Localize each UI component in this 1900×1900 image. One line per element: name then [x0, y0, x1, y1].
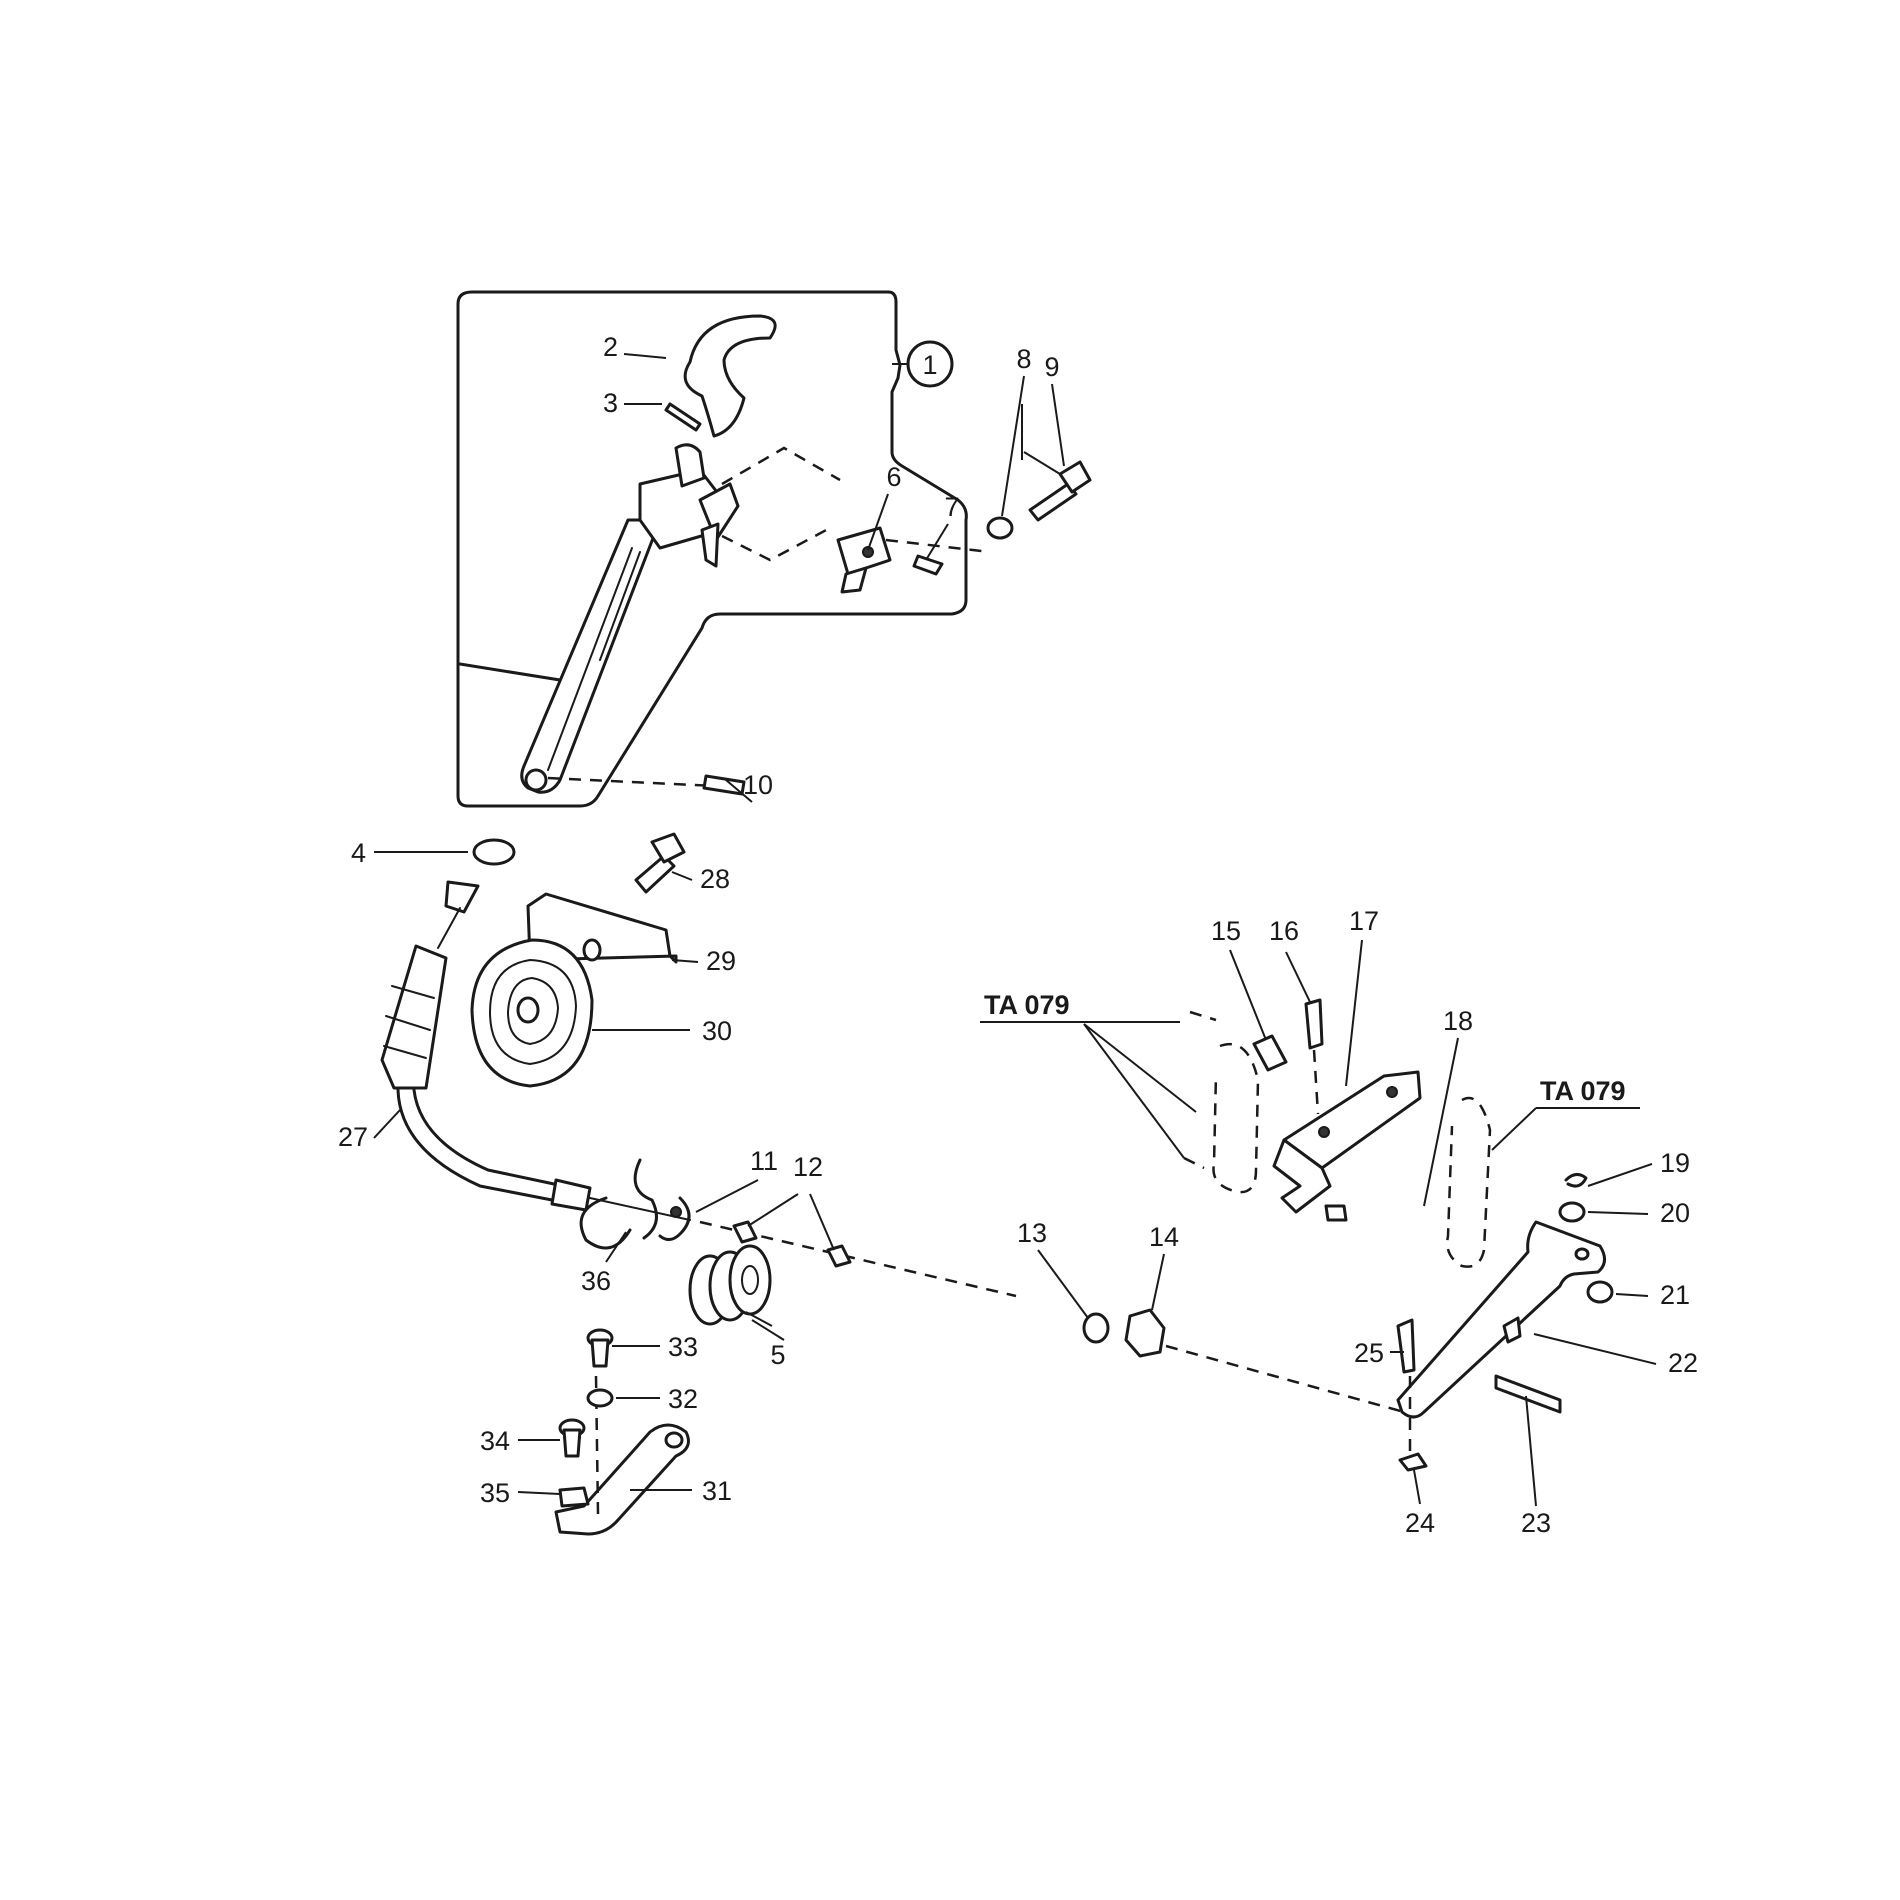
callout-32: 32 [668, 1384, 698, 1414]
callout-24: 24 [1405, 1508, 1435, 1538]
rod-23 [1494, 1374, 1562, 1414]
ghost-link-right [1446, 1096, 1492, 1268]
bracket-6 [836, 526, 892, 594]
callout-8: 8 [1016, 344, 1031, 374]
dashed-to-washer [885, 538, 991, 554]
cable-27 [380, 880, 592, 1212]
washer-32 [586, 1388, 614, 1408]
screw-7 [912, 554, 944, 576]
lever-knob [683, 314, 777, 438]
callout-34: 34 [480, 1426, 510, 1456]
callout-15: 15 [1211, 916, 1241, 946]
dashed-lever-to-pin6 [721, 526, 831, 562]
bolt-9 [1028, 460, 1092, 522]
washer-21 [1586, 1280, 1614, 1304]
callout-14: 14 [1149, 1222, 1179, 1252]
callout-35: 35 [480, 1478, 510, 1508]
callout-25: 25 [1354, 1338, 1384, 1368]
callout-27: 27 [338, 1122, 368, 1152]
callout-7: 7 [944, 492, 959, 522]
callout-19: 19 [1660, 1148, 1690, 1178]
dashed-lever-to-bracket [721, 446, 841, 486]
callout-23: 23 [1521, 1508, 1551, 1538]
pulley-cover-30 [470, 938, 594, 1088]
callout-16: 16 [1269, 916, 1299, 946]
clip-24 [1398, 1452, 1428, 1472]
mount-bracket-hole [582, 938, 602, 962]
callout-31: 31 [702, 1476, 732, 1506]
bolt-28 [634, 832, 686, 894]
callout-2: 2 [603, 332, 618, 362]
nut-12a [732, 1220, 758, 1244]
callout-21: 21 [1660, 1280, 1690, 1310]
bolt-34 [558, 1418, 586, 1458]
callout-9: 9 [1044, 352, 1059, 382]
callout-28: 28 [700, 864, 730, 894]
spring-11 [633, 1158, 691, 1241]
pin-16 [1304, 998, 1324, 1050]
callout-33: 33 [668, 1332, 698, 1362]
dashed-pin16-down [1312, 1049, 1320, 1115]
cable-end-rod [589, 1197, 691, 1221]
ghost-link-top [1189, 1010, 1217, 1022]
nut-35 [558, 1486, 590, 1508]
callout-20: 20 [1660, 1198, 1690, 1228]
callout-22: 22 [1668, 1348, 1698, 1378]
washer-20 [1558, 1201, 1586, 1223]
fork-bracket-17 [1272, 1070, 1422, 1214]
callout-6: 6 [886, 462, 901, 492]
ta-reference-left: TA 079 [984, 990, 1070, 1020]
callout-5: 5 [770, 1340, 785, 1370]
washers-5 [688, 1244, 772, 1326]
bushing-15 [1252, 1034, 1288, 1072]
ghost-link-bottom [1183, 1156, 1205, 1170]
callout-18: 18 [1443, 1006, 1473, 1036]
clip-18 [1324, 1204, 1348, 1222]
dashed-pivot-to-pin10 [547, 776, 717, 788]
callout-12: 12 [793, 1152, 823, 1182]
callout-1: 1 [922, 350, 937, 380]
pin-3 [664, 402, 702, 432]
arm-lug [1502, 1316, 1522, 1344]
callout-labels: 1 2 3 4 5 6 7 8 9 10 11 12 13 14 15 16 1… [338, 332, 1698, 1538]
bolt-33 [586, 1328, 614, 1368]
ghost-link-left [1212, 1042, 1260, 1194]
gear-lever [458, 443, 740, 794]
callout-10: 10 [743, 770, 773, 800]
callout-3: 3 [603, 388, 618, 418]
washer-8 [986, 516, 1014, 540]
lever-arm-22 [1396, 1220, 1606, 1419]
nut-12b [826, 1244, 852, 1268]
callout-29: 29 [706, 946, 736, 976]
callout-36: 36 [581, 1266, 611, 1296]
assembly-outline [456, 290, 968, 808]
nut-13 [1082, 1312, 1110, 1344]
clip-19 [1564, 1173, 1588, 1188]
pedal-bracket-31 [554, 1423, 690, 1536]
callout-4: 4 [351, 838, 366, 868]
pin-25 [1396, 1318, 1416, 1374]
clevis-14 [1124, 1308, 1166, 1358]
ring-4 [472, 838, 516, 866]
callout-30: 30 [702, 1016, 732, 1046]
callout-17: 17 [1349, 906, 1379, 936]
ta-reference-right: TA 079 [1540, 1076, 1626, 1106]
callout-13: 13 [1017, 1218, 1047, 1248]
callout-11: 11 [750, 1146, 778, 1176]
